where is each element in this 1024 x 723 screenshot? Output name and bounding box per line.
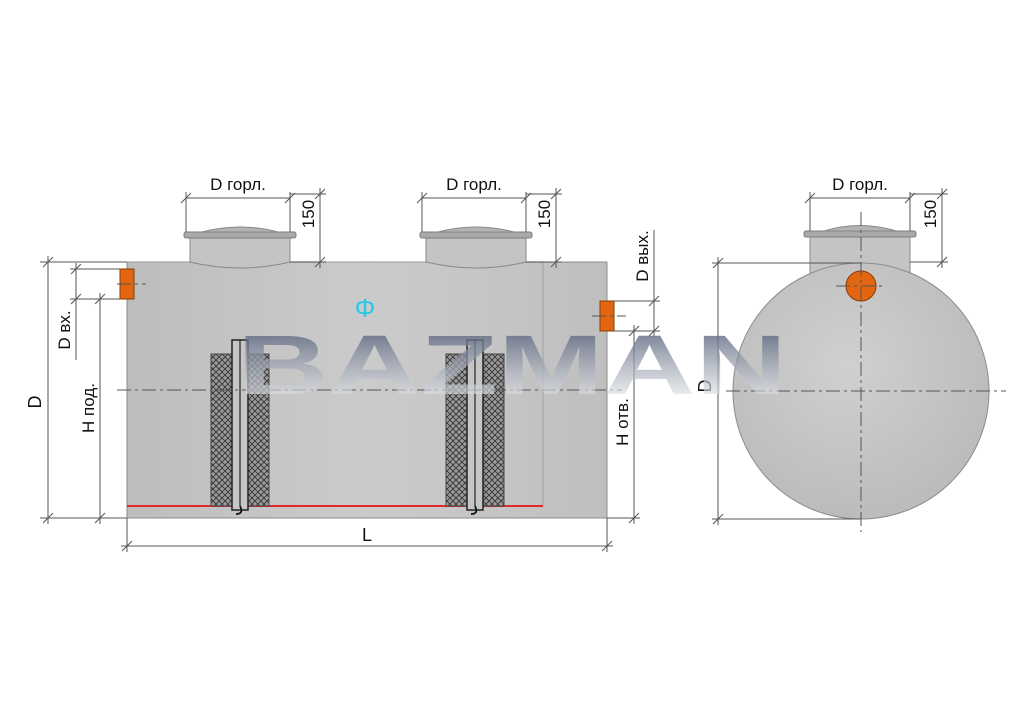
dim-end-neck-width: D горл. bbox=[804, 175, 916, 231]
label-neck-width-2: D горл. bbox=[446, 175, 502, 194]
dim-end-tank-diameter: D bbox=[695, 257, 861, 525]
dim-outlet-height: H отв. bbox=[607, 325, 640, 524]
inlet-pipe bbox=[117, 268, 146, 300]
label-outlet-diameter: D вых. bbox=[633, 230, 652, 281]
end-view: D горл. 150 D bbox=[695, 175, 1006, 532]
label-end-neck-width: D горл. bbox=[832, 175, 888, 194]
label-end-tank-diameter: D bbox=[695, 380, 715, 393]
dim-neck-height-2: 150 bbox=[526, 188, 562, 268]
dim-tank-diameter: D bbox=[25, 256, 127, 524]
label-tank-length: L bbox=[362, 525, 372, 545]
label-inlet-diameter: D вх. bbox=[55, 310, 74, 349]
dim-inlet-height: H под. bbox=[79, 293, 120, 524]
label-neck-height-1: 150 bbox=[299, 200, 318, 228]
label-end-neck-height: 150 bbox=[921, 200, 940, 228]
label-neck-height-2: 150 bbox=[535, 200, 554, 228]
dim-tank-length: L bbox=[121, 518, 613, 552]
neck-1 bbox=[183, 226, 297, 269]
label-tank-diameter: D bbox=[25, 396, 45, 409]
watermark: BAZMAN bbox=[237, 318, 787, 412]
outlet-pipe bbox=[592, 300, 626, 332]
dim-end-neck-height: 150 bbox=[910, 188, 948, 268]
neck-2 bbox=[419, 226, 533, 269]
label-inlet-height: H под. bbox=[79, 383, 98, 433]
dim-neck-height-1: 150 bbox=[290, 188, 326, 268]
side-view: Φ D горл. 150 D горл. bbox=[25, 175, 660, 552]
dim-inlet-diameter: D вх. bbox=[55, 263, 120, 360]
phi-symbol: Φ bbox=[355, 293, 376, 323]
label-neck-width-1: D горл. bbox=[210, 175, 266, 194]
filter-cartridge-2 bbox=[445, 339, 505, 515]
dim-neck-width-1: D горл. bbox=[180, 175, 296, 232]
dim-neck-width-2: D горл. bbox=[416, 175, 532, 232]
label-outlet-height: H отв. bbox=[613, 398, 632, 446]
dim-outlet-diameter: D вых. bbox=[614, 230, 660, 337]
filter-cartridge-1 bbox=[210, 339, 270, 515]
